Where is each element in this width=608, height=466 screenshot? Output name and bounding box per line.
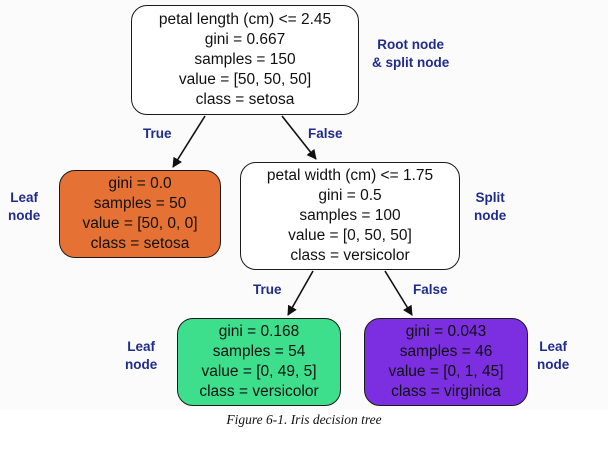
setosa-node-class: class = setosa bbox=[90, 235, 190, 252]
edge-label-true-top: True bbox=[143, 126, 172, 141]
leaf-node-versicolor: gini = 0.168 samples = 54 value = [0, 49… bbox=[177, 318, 341, 406]
split-node-condition: petal width (cm) <= 1.75 bbox=[266, 167, 434, 184]
split-node-value: value = [0, 50, 50] bbox=[288, 227, 412, 244]
edge-label-false-bottom: False bbox=[413, 282, 448, 297]
edge-split-to-virginica bbox=[384, 270, 413, 316]
annotation-leaf-line1: Leaf bbox=[539, 339, 567, 354]
edge-split-to-versicolor bbox=[287, 270, 314, 316]
annotation-split-node: Split node bbox=[474, 189, 506, 225]
versicolor-node-samples: samples = 54 bbox=[212, 343, 306, 360]
root-node-samples: samples = 150 bbox=[194, 51, 296, 68]
tree-edges: True False True False bbox=[143, 115, 448, 316]
root-node: petal length (cm) <= 2.45 gini = 0.667 s… bbox=[131, 5, 359, 115]
root-node-gini: gini = 0.667 bbox=[204, 31, 286, 48]
root-node-condition: petal length (cm) <= 2.45 bbox=[158, 11, 332, 28]
annotation-leaf-setosa: Leaf node bbox=[8, 189, 40, 225]
setosa-node-value: value = [50, 0, 0] bbox=[82, 215, 198, 232]
annotation-split-line2: node bbox=[474, 208, 507, 223]
split-node-class: class = versicolor bbox=[290, 247, 410, 264]
annotation-leaf-line2: node bbox=[125, 357, 158, 372]
virginica-node-gini: gini = 0.043 bbox=[405, 323, 487, 340]
annotation-leaf-line2: node bbox=[537, 357, 570, 372]
split-node: petal width (cm) <= 1.75 gini = 0.5 samp… bbox=[240, 162, 460, 270]
figure-caption: Figure 6-1. Iris decision tree bbox=[226, 412, 382, 427]
setosa-node-gini: gini = 0.0 bbox=[108, 175, 172, 192]
split-node-gini: gini = 0.5 bbox=[318, 187, 382, 204]
annotation-leaf-line2: node bbox=[8, 208, 41, 223]
split-node-samples: samples = 100 bbox=[299, 207, 401, 224]
leaf-node-setosa: gini = 0.0 samples = 50 value = [50, 0, … bbox=[59, 170, 221, 258]
virginica-node-value: value = [0, 1, 45] bbox=[388, 363, 504, 380]
root-node-value: value = [50, 50, 50] bbox=[178, 71, 312, 88]
annotation-leaf-versicolor: Leaf node bbox=[125, 338, 157, 374]
annotation-leaf-line1: Leaf bbox=[127, 339, 155, 354]
virginica-node-class: class = virginica bbox=[391, 383, 501, 400]
versicolor-node-gini: gini = 0.168 bbox=[218, 323, 300, 340]
edge-root-to-setosa bbox=[172, 115, 206, 168]
leaf-node-virginica: gini = 0.043 samples = 46 value = [0, 1,… bbox=[364, 318, 528, 406]
versicolor-node-class: class = versicolor bbox=[199, 383, 319, 400]
annotation-leaf-virginica: Leaf node bbox=[537, 338, 569, 374]
annotation-root-line2: & split node bbox=[372, 55, 450, 70]
edge-root-to-split bbox=[281, 115, 317, 160]
edge-label-true-bottom: True bbox=[253, 282, 282, 297]
virginica-node-samples: samples = 46 bbox=[399, 343, 493, 360]
annotation-leaf-line1: Leaf bbox=[10, 190, 38, 205]
annotation-split-line1: Split bbox=[475, 190, 505, 205]
edge-label-false-top: False bbox=[308, 126, 343, 141]
root-node-class: class = setosa bbox=[195, 91, 295, 108]
diagram-canvas: True False True False petal length (cm) … bbox=[8, 5, 570, 406]
versicolor-node-value: value = [0, 49, 5] bbox=[201, 363, 317, 380]
setosa-node-samples: samples = 50 bbox=[93, 195, 187, 212]
annotation-root-split-node: Root node & split node bbox=[372, 36, 449, 72]
annotation-root-line1: Root node bbox=[377, 37, 444, 52]
